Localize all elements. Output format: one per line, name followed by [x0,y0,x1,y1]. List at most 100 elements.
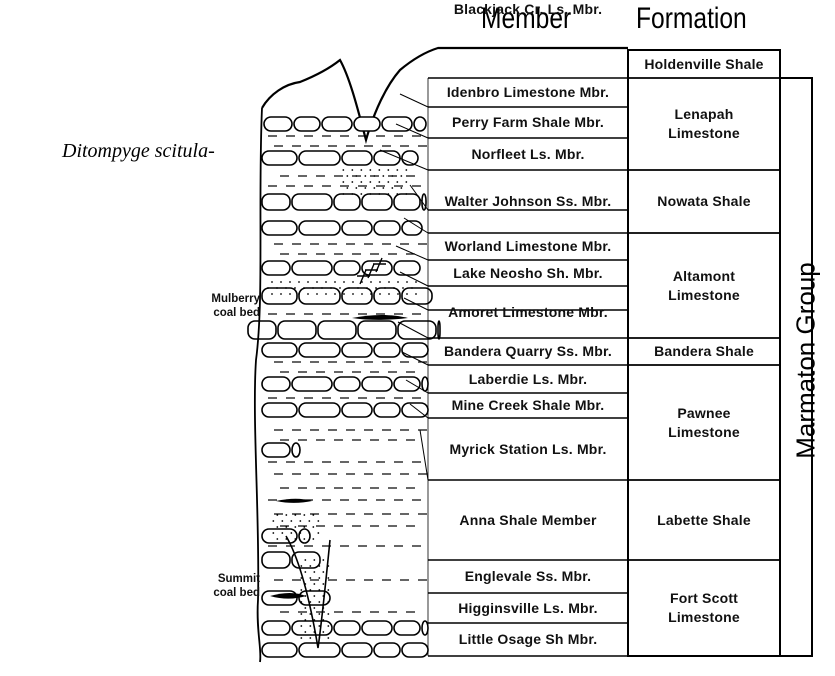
sand-dot [378,169,380,171]
sand-dot [327,637,329,639]
sand-dot [346,175,348,177]
limestone-block [299,288,340,304]
sand-dot [316,293,318,295]
sand-dot [294,526,296,528]
limestone-block [299,529,310,543]
limestone-block [292,377,332,391]
sand-dot [415,293,417,295]
sand-dot [322,619,324,621]
sand-dot [272,520,274,522]
sand-dot [364,175,366,177]
member-label: Walter Johnson Ss. Mbr. [428,170,628,233]
sand-dot [303,538,305,540]
sand-dot [370,293,372,295]
limestone-block [299,343,340,357]
sand-dot [298,293,300,295]
leader-line [400,94,428,107]
sand-dot [352,293,354,295]
sand-dot [299,520,301,522]
sand-dot [396,193,398,195]
limestone-block [414,117,426,131]
limestone-block [262,443,290,457]
limestone-block [362,377,392,391]
limestone-block [362,194,392,210]
sand-dot [312,287,314,289]
mulberry-coal-note: Mulberry coal bed [178,292,260,321]
sand-dot [387,181,389,183]
sand-dot [322,571,324,573]
sand-dot [322,583,324,585]
limestone-block [374,403,400,417]
sand-dot [342,181,344,183]
sand-dot [396,169,398,171]
limestone-block [394,377,420,391]
mulberry-coal-line-2: coal bed [178,306,260,320]
sand-dot [405,181,407,183]
sand-dot [309,565,311,567]
sand-dot [369,193,371,195]
sand-dot [313,583,315,585]
sand-dot [317,532,319,534]
sand-dot [271,293,273,295]
sand-dot [299,532,301,534]
formation-label-line: Altamont [673,267,735,286]
sand-dot [318,613,320,615]
formation-label-line: Nowata Shale [657,192,750,211]
sand-dot [379,281,381,283]
sand-dot [330,287,332,289]
limestone-block [262,151,297,165]
member-label: Englevale Ss. Mbr. [428,560,628,593]
sand-dot [343,281,345,283]
sand-dot [290,520,292,522]
limestone-block [374,643,400,657]
limestone-block [402,343,428,357]
sand-dot [397,281,399,283]
sand-dot [304,571,306,573]
limestone-block [262,621,290,635]
sand-dot [391,187,393,189]
formation-label-line: Fort Scott [670,589,738,608]
formation-label-line: Labette Shale [657,511,751,530]
sand-dot [327,625,329,627]
formation-label-line: Limestone [668,286,740,305]
sand-dot [294,538,296,540]
limestone-block [374,343,400,357]
formation-label: Holdenville Shale [628,50,780,78]
sand-dot [342,193,344,195]
sand-dot [339,287,341,289]
sand-dot [348,287,350,289]
sand-dot [351,193,353,195]
sand-dot [276,526,278,528]
limestone-block [342,151,372,165]
limestone-block [342,403,372,417]
sand-dot [285,287,287,289]
sand-dot [304,631,306,633]
limestone-block [262,377,290,391]
sand-dot [343,293,345,295]
sand-dot [322,559,324,561]
limestone-block [334,194,360,210]
sand-dot [325,293,327,295]
limestone-block [402,643,428,657]
limestone-block [299,403,340,417]
sand-dot [387,169,389,171]
sand-dot [307,281,309,283]
sand-dot [309,577,311,579]
limestone-block [354,117,380,131]
formation-label: Fort ScottLimestone [628,560,780,656]
sand-dot [294,287,296,289]
sand-dot [369,181,371,183]
limestone-block [262,552,290,568]
sand-dot [334,281,336,283]
limestone-block [262,643,297,657]
formation-label: AltamontLimestone [628,233,780,338]
limestone-block [394,194,420,210]
sand-dot [325,281,327,283]
member-label: Little Osage Sh Mbr. [428,623,628,656]
formation-label-line: Lenapah [675,105,734,124]
sand-dot [294,514,296,516]
sand-dot [318,565,320,567]
limestone-block [278,321,316,339]
sand-dot [355,187,357,189]
